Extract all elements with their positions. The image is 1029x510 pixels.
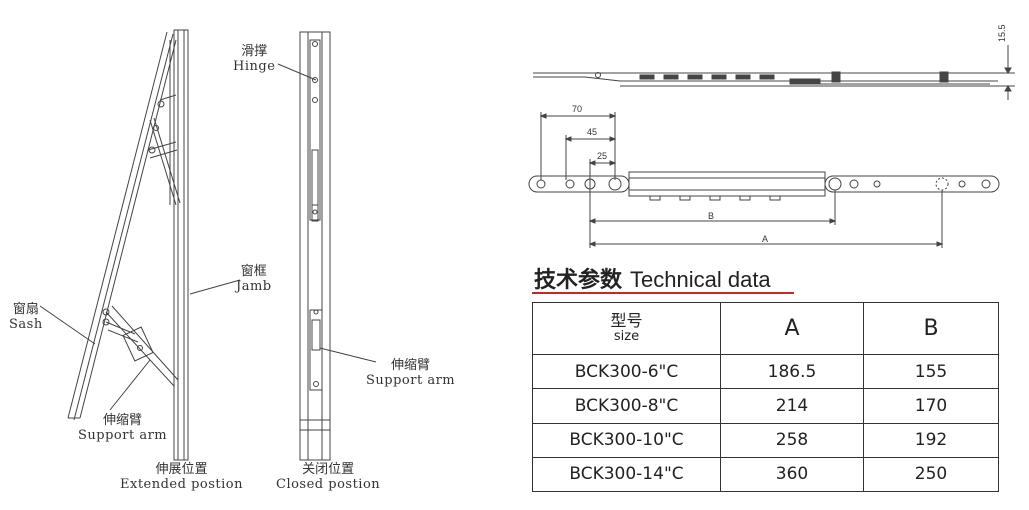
row-model: BCK300-10"C xyxy=(532,422,721,458)
header-model: 型号 size xyxy=(532,301,721,356)
row-b: 250 xyxy=(863,456,999,493)
jamb-label: 窗框 Jamb xyxy=(236,264,272,294)
sash-label-cn: 窗扇 xyxy=(12,302,39,317)
support-arm-right-label: 伸缩臂 Support arm xyxy=(366,358,455,388)
dim-25: 25 xyxy=(597,151,608,161)
plan-view-drawing xyxy=(528,112,1000,248)
hinge-label-cn: 滑撑 xyxy=(241,44,268,59)
row-b: 192 xyxy=(863,422,999,458)
support-arm-right-cn: 伸缩臂 xyxy=(391,358,431,373)
technical-data-table: 型号 size A B BCK300-6"C 186.5 155 BCK300-… xyxy=(532,301,999,493)
row-model: BCK300-14"C xyxy=(532,456,721,493)
hinge-label: 滑撑 Hinge xyxy=(233,44,275,74)
support-arm-left-label: 伸缩臂 Support arm xyxy=(78,413,167,443)
jamb-label-en: Jamb xyxy=(236,279,272,294)
table-row: BCK300-14"C 360 250 xyxy=(532,456,999,493)
row-a: 186.5 xyxy=(720,354,864,390)
table-row: BCK300-6"C 186.5 155 xyxy=(532,354,999,390)
support-arm-right-en: Support arm xyxy=(366,373,456,388)
header-b: B xyxy=(863,301,999,356)
row-b: 155 xyxy=(863,354,999,390)
support-arm-left-en: Support arm xyxy=(78,428,168,443)
extended-caption-cn: 伸展位置 xyxy=(155,462,208,477)
row-model: BCK300-8"C xyxy=(532,388,721,424)
extended-position-caption: 伸展位置 Extended postion xyxy=(120,462,243,492)
sash-label: 窗扇 Sash xyxy=(9,302,43,332)
row-model: BCK300-6"C xyxy=(532,354,721,390)
sash-label-en: Sash xyxy=(9,317,43,332)
dim-70: 70 xyxy=(572,104,583,114)
jamb-label-cn: 窗框 xyxy=(240,264,267,279)
closed-position-caption: 关闭位置 Closed postion xyxy=(276,462,380,492)
support-arm-left-cn: 伸缩臂 xyxy=(103,413,143,428)
dim-b: B xyxy=(708,211,715,221)
dim-a: A xyxy=(762,234,769,244)
closed-position-drawing xyxy=(277,31,377,461)
side-profile-drawing xyxy=(533,45,1015,100)
technical-data-title-cn: 技术参数 xyxy=(534,268,623,293)
header-model-cn: 型号 xyxy=(610,310,643,330)
dim-15-5: 15.5 xyxy=(997,24,1007,42)
header-a: A xyxy=(720,301,864,356)
hinge-label-en: Hinge xyxy=(233,59,276,74)
technical-data-title: 技术参数 Technical data xyxy=(534,262,771,294)
dim-45: 45 xyxy=(587,127,598,137)
table-row: BCK300-8"C 214 170 xyxy=(532,388,999,424)
extended-caption-en: Extended postion xyxy=(120,477,243,492)
technical-data-title-en: Technical data xyxy=(630,267,771,292)
header-model-en: size xyxy=(613,328,640,344)
row-a: 214 xyxy=(720,388,864,424)
row-a: 360 xyxy=(720,456,864,493)
title-underline xyxy=(532,292,794,294)
row-b: 170 xyxy=(863,388,999,424)
closed-caption-en: Closed postion xyxy=(276,477,381,492)
table-header-row: 型号 size A B xyxy=(532,301,999,356)
row-a: 258 xyxy=(720,422,864,458)
table-row: BCK300-10"C 258 192 xyxy=(532,422,999,458)
closed-caption-cn: 关闭位置 xyxy=(302,462,355,477)
extended-position-drawing xyxy=(39,29,241,461)
